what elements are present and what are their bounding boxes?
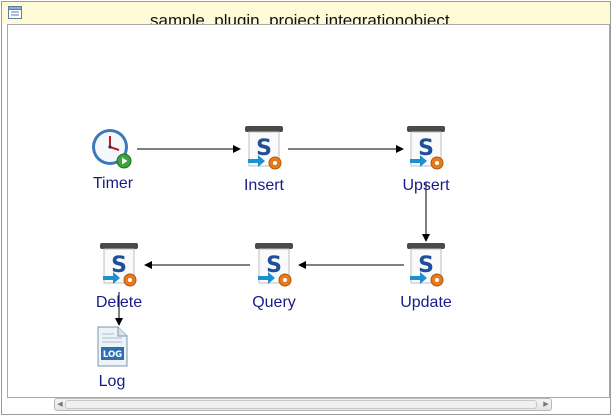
- clock-icon: [92, 129, 132, 169]
- node-label-delete: Delete: [95, 294, 143, 311]
- svg-text:S: S: [418, 136, 434, 161]
- node-label-timer: Timer: [92, 175, 134, 192]
- salesforce-operation-icon: S: [407, 126, 445, 170]
- horizontal-scrollbar[interactable]: ◀ ▶: [54, 398, 552, 411]
- salesforce-operation-icon: S: [245, 126, 283, 170]
- node-upsert[interactable]: S Upsert: [386, 125, 466, 195]
- salesforce-operation-icon: S: [255, 243, 293, 287]
- integration-object-icon: [8, 6, 22, 19]
- node-label-insert: Insert: [243, 177, 284, 194]
- svg-text:LOG: LOG: [103, 350, 122, 360]
- svg-text:S: S: [418, 253, 434, 278]
- scroll-left-icon[interactable]: ◀: [57, 401, 63, 408]
- scrollbar-thumb[interactable]: [65, 400, 537, 409]
- log-file-icon: LOG: [97, 326, 128, 367]
- svg-text:S: S: [256, 136, 272, 161]
- node-label-query: Query: [252, 294, 296, 311]
- node-query[interactable]: S Query: [234, 242, 314, 312]
- node-delete[interactable]: S Delete: [79, 242, 159, 312]
- salesforce-operation-icon: S: [407, 243, 445, 287]
- node-insert[interactable]: S Insert: [224, 125, 304, 195]
- salesforce-operation-icon: S: [100, 243, 138, 287]
- node-log[interactable]: LOG Log: [72, 326, 152, 391]
- node-label-log: Log: [98, 373, 126, 390]
- editor-title-bar[interactable]: sample_plugin_project.integrationobject: [2, 2, 610, 24]
- editor-title: sample_plugin_project.integrationobject: [150, 11, 450, 24]
- svg-text:S: S: [266, 253, 282, 278]
- svg-text:S: S: [111, 253, 127, 278]
- node-label-upsert: Upsert: [402, 177, 450, 194]
- scroll-right-icon[interactable]: ▶: [543, 401, 549, 408]
- node-timer[interactable]: Timer: [73, 127, 153, 193]
- node-label-update: Update: [400, 294, 452, 311]
- node-update[interactable]: S Update: [386, 242, 466, 312]
